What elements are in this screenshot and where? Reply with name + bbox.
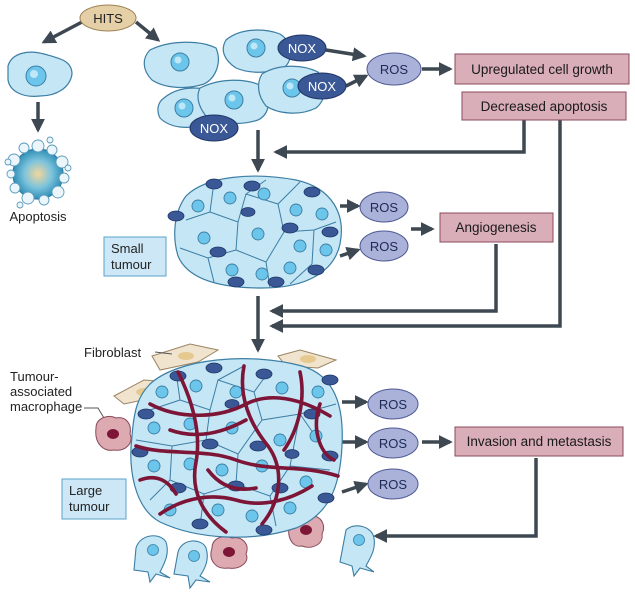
large-tumour-mass — [130, 358, 343, 538]
small-tumour-line-2: tumour — [111, 257, 152, 272]
migrating-cells — [133, 525, 375, 590]
small-tumour-line-1: Small — [111, 241, 144, 256]
nox-label: NOX — [308, 79, 337, 94]
growth-label: Upregulated cell growth — [471, 62, 613, 77]
arrow-small-tumour-to-ros-2 — [339, 246, 361, 261]
small-tumour-nox-dots — [167, 178, 339, 288]
macrophage-cells — [95, 415, 325, 569]
small-tumour-nuclei — [191, 187, 333, 281]
apoptotic-blebs — [4, 136, 72, 209]
macrophage-label: Tumour- associated macrophage — [10, 369, 82, 414]
nox-label: NOX — [200, 121, 229, 136]
arrow-apoptosis-feedback — [269, 120, 562, 333]
angiogenesis-box: Angiogenesis — [439, 212, 554, 243]
hits-label: HITS — [93, 11, 123, 26]
ros-large-1: ROS — [367, 388, 419, 420]
macrophage-line-2: associated — [10, 384, 72, 399]
small-tumour-label: Small tumour — [103, 236, 167, 277]
cell-cluster — [143, 29, 326, 128]
nox-pill-1: NOX — [277, 34, 327, 62]
fibroblast-leader-line — [154, 351, 173, 355]
ros-small-1: ROS — [359, 191, 409, 223]
arrow-nox-to-ros-1 — [325, 47, 367, 62]
large-tumour-line-1: Large — [69, 483, 102, 498]
apoptotic-cell — [4, 136, 72, 209]
ros-label: ROS — [380, 62, 409, 77]
arrow-angiogenesis-feedback — [269, 244, 498, 318]
fibroblast-label: Fibroblast — [84, 345, 141, 360]
arrow-nox-to-ros-2 — [345, 74, 369, 88]
arrow-large-tumour-to-ros-3 — [341, 480, 369, 495]
nox-pill-2: NOX — [297, 72, 347, 100]
invasion-label: Invasion and metastasis — [467, 434, 612, 449]
small-tumour-cell-borders — [179, 179, 337, 289]
arrow-hits-to-cell-cluster — [134, 20, 161, 42]
ros-large-2: ROS — [367, 427, 419, 459]
arrow-hits-to-single-cell — [41, 20, 83, 44]
decreased-apoptosis-label: Decreased apoptosis — [481, 99, 608, 114]
apoptosis-label: Apoptosis — [9, 209, 67, 224]
invasion-box: Invasion and metastasis — [454, 426, 624, 457]
ros-large-3: ROS — [367, 468, 419, 500]
blood-vessels — [134, 364, 340, 534]
small-tumour-mass — [167, 175, 342, 289]
decreased-apoptosis-box: Decreased apoptosis — [461, 91, 627, 121]
large-tumour-label: Large tumour — [61, 478, 127, 520]
macrophage-line-3: macrophage — [10, 399, 82, 414]
arrow-growth-feedback — [273, 120, 526, 159]
ros-top: ROS — [366, 52, 422, 86]
ros-label: ROS — [379, 477, 408, 492]
single-cell — [7, 51, 73, 97]
connectors — [31, 20, 562, 543]
ros-small-2: ROS — [359, 230, 409, 262]
ros-label: ROS — [379, 436, 408, 451]
nox-label: NOX — [288, 41, 317, 56]
nox-pill-3: NOX — [189, 114, 239, 142]
ros-label: ROS — [370, 239, 399, 254]
hits-node: HITS — [79, 4, 137, 32]
angiogenesis-label: Angiogenesis — [455, 220, 536, 235]
ros-label: ROS — [379, 397, 408, 412]
arrow-invasion-feedback — [373, 458, 538, 543]
macrophage-line-1: Tumour- — [10, 369, 59, 384]
ros-label: ROS — [370, 200, 399, 215]
large-tumour-line-2: tumour — [69, 499, 110, 514]
growth-box: Upregulated cell growth — [454, 53, 630, 85]
macrophage-leader-line — [84, 407, 105, 419]
